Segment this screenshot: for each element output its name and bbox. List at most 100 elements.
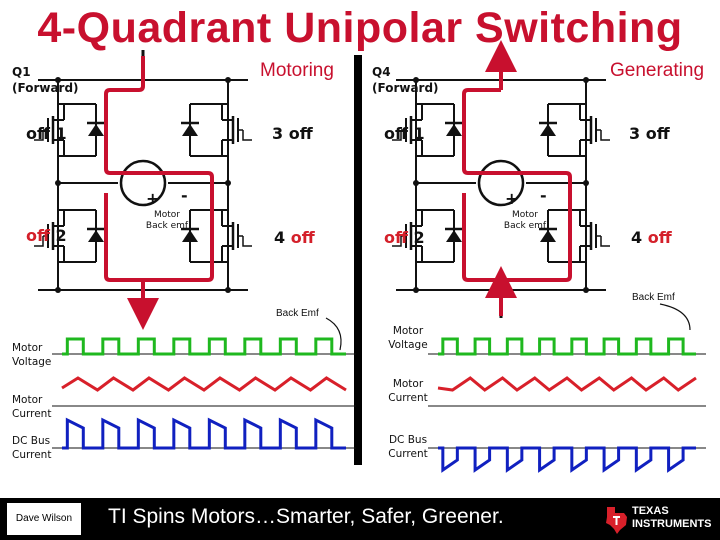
right-switch4-number: 4 xyxy=(631,228,643,247)
right-switch3-mosfet xyxy=(579,104,610,156)
footer-bar xyxy=(0,498,720,540)
left-switch2-label: off 2 xyxy=(26,226,67,245)
left-switch2-mosfet xyxy=(34,210,65,262)
right-back-emf-pointer xyxy=(659,303,691,331)
right-motor-plus: + xyxy=(505,189,519,208)
right-quadrant-direction: (Forward) xyxy=(372,81,439,95)
right-switch2-number: 2 xyxy=(413,228,425,247)
left-quadrant-direction: (Forward) xyxy=(12,81,79,95)
left-mode-label: Motoring xyxy=(260,60,334,81)
right-motor-current-label: Motor Current xyxy=(388,378,428,404)
right-diode1 xyxy=(445,104,463,156)
left-current-path xyxy=(104,58,214,282)
ti-logo-text: TEXAS INSTRUMENTS xyxy=(632,505,712,530)
left-quadrant-id: Q1 xyxy=(12,65,31,79)
right-node-5 xyxy=(583,287,589,293)
left-back-emf-label: Back Emf xyxy=(276,308,319,319)
right-diode2 xyxy=(445,210,463,262)
left-current-wave xyxy=(61,376,347,392)
right-motor-voltage-label: Motor Voltage xyxy=(388,325,428,351)
center-divider xyxy=(354,55,362,465)
right-motor-title: Motor xyxy=(511,210,538,220)
left-switch1-number: 1 xyxy=(55,124,67,143)
right-switch3-state: off xyxy=(645,124,670,143)
left-switch1-mosfet xyxy=(34,104,65,156)
left-motor-plus: + xyxy=(146,189,160,208)
left-node-5 xyxy=(225,287,231,293)
h-bridge-right xyxy=(392,40,610,318)
left-motor-label: Motor Back emf xyxy=(142,210,192,232)
left-switch4-label: 4 off xyxy=(274,228,315,247)
left-motor-current-label: Motor Current xyxy=(12,394,52,420)
left-switch3-mosfet xyxy=(221,104,252,156)
right-motor-minus: - xyxy=(540,186,547,205)
right-switch3-label: 3 off xyxy=(629,124,670,143)
left-switch3-number: 3 xyxy=(272,124,284,143)
left-quadrant-label: Q1 (Forward) xyxy=(12,64,79,96)
right-switch1-state: off xyxy=(384,124,408,143)
left-node-1 xyxy=(225,180,231,186)
right-switch1-number: 1 xyxy=(413,124,425,143)
right-switch4-mosfet xyxy=(579,210,610,262)
left-switch4-mosfet xyxy=(221,210,252,262)
left-diode2 xyxy=(87,210,105,262)
right-quadrant-label: Q4 (Forward) xyxy=(372,64,439,96)
left-motor-title: Motor xyxy=(153,210,180,220)
left-switch1-label: off 1 xyxy=(26,124,67,143)
left-motor-subtitle: Back emf xyxy=(145,221,189,231)
right-quadrant-id: Q4 xyxy=(372,65,391,79)
right-node-1 xyxy=(583,180,589,186)
right-motor-label: Motor Back emf xyxy=(500,210,550,232)
left-switch3-label: 3 off xyxy=(272,124,313,143)
right-voltage-wave xyxy=(438,337,696,356)
left-node-0 xyxy=(55,180,61,186)
left-switch4-number: 4 xyxy=(274,228,286,247)
left-diode4 xyxy=(181,210,199,262)
right-switch2-state: off xyxy=(384,228,408,247)
right-bus-wave xyxy=(438,446,696,473)
left-voltage-wave xyxy=(62,337,346,356)
footer-tagline: TI Spins Motors…Smarter, Safer, Greener. xyxy=(108,505,504,528)
right-current-path xyxy=(462,88,572,282)
right-dc-bus-current-label: DC Bus Current xyxy=(388,434,428,460)
right-switch2-label: off 2 xyxy=(384,228,425,247)
right-switch1-mosfet xyxy=(392,104,423,156)
right-diode4 xyxy=(539,210,557,262)
left-switch4-state: off xyxy=(290,228,315,247)
right-node-3 xyxy=(583,77,589,83)
texas-state-icon xyxy=(606,507,627,534)
left-diode3 xyxy=(181,104,199,156)
left-motor-voltage-label: Motor Voltage xyxy=(12,342,52,368)
right-node-2 xyxy=(413,77,419,83)
right-switch2-mosfet xyxy=(392,210,423,262)
left-node-4 xyxy=(55,287,61,293)
author-box: Dave Wilson xyxy=(7,503,81,535)
right-motor-subtitle: Back emf xyxy=(503,221,547,231)
right-node-4 xyxy=(413,287,419,293)
left-motor-minus: - xyxy=(181,186,188,205)
slide-title: 4-Quadrant Unipolar Switching xyxy=(37,4,683,52)
waveforms-left xyxy=(52,317,356,450)
left-back-emf-pointer xyxy=(325,317,342,351)
left-node-2 xyxy=(55,77,61,83)
right-node-0 xyxy=(413,180,419,186)
right-switch1-label: off 1 xyxy=(384,124,425,143)
h-bridge-left xyxy=(34,50,252,330)
right-switch4-state: off xyxy=(647,228,672,247)
left-node-3 xyxy=(225,77,231,83)
right-mode-label: Generating xyxy=(610,60,705,81)
left-switch3-state: off xyxy=(288,124,313,143)
right-switch4-label: 4 off xyxy=(631,228,672,247)
waveforms-right xyxy=(428,303,706,473)
right-back-emf-label: Back Emf xyxy=(632,292,675,303)
left-bus-wave xyxy=(62,417,346,450)
left-dc-bus-current-label: DC Bus Current xyxy=(12,435,52,461)
left-switch2-state: off xyxy=(26,226,50,245)
left-switch2-number: 2 xyxy=(55,226,67,245)
right-switch3-number: 3 xyxy=(629,124,641,143)
left-switch1-state: off xyxy=(26,124,50,143)
left-diode1 xyxy=(87,104,105,156)
right-current-wave xyxy=(437,376,697,392)
right-diode3 xyxy=(539,104,557,156)
